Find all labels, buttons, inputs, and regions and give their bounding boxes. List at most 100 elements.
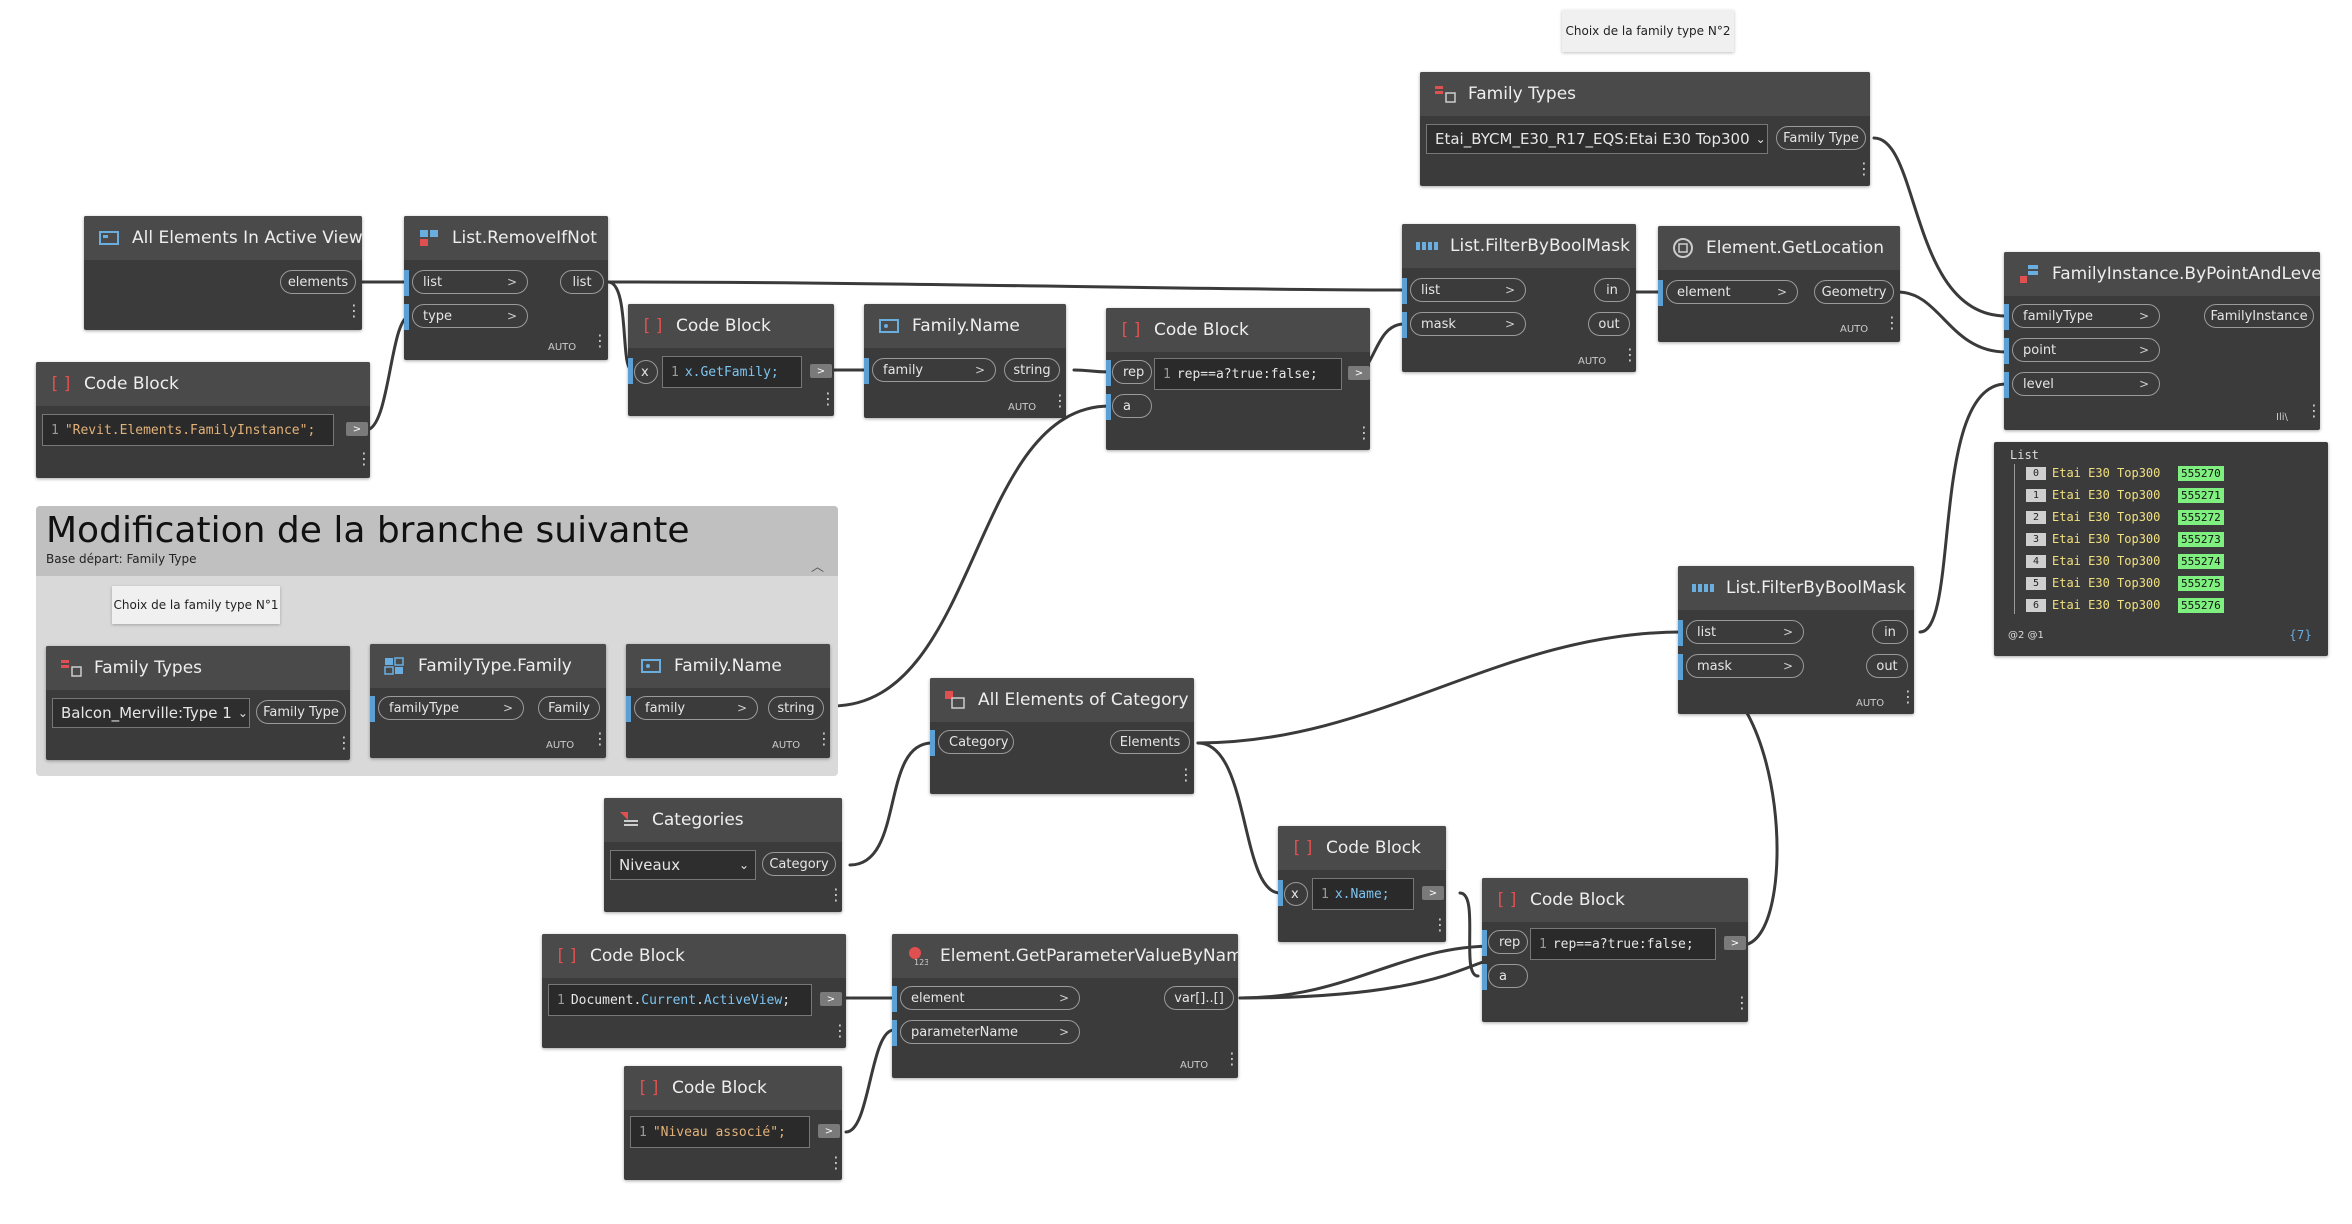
- more-icon[interactable]: ⋮: [1884, 313, 1900, 332]
- more-icon[interactable]: ⋮: [1178, 765, 1194, 784]
- more-icon[interactable]: ⋮: [356, 449, 372, 468]
- input-level[interactable]: level>: [2012, 372, 2160, 396]
- more-icon[interactable]: ⋮: [828, 885, 844, 904]
- input-port[interactable]: [2004, 304, 2009, 330]
- output-elements[interactable]: Elements: [1110, 730, 1190, 754]
- node-header[interactable]: FamilyInstance.ByPointAndLevel: [2004, 252, 2320, 296]
- more-icon[interactable]: ⋮: [828, 1153, 844, 1172]
- input-port[interactable]: [1678, 620, 1683, 646]
- output-elements[interactable]: elements: [280, 270, 356, 294]
- code-editor[interactable]: 1"Niveau associé";: [630, 1116, 810, 1148]
- output-family-type[interactable]: Family Type: [1776, 126, 1866, 150]
- node-header[interactable]: [ ]Code Block: [628, 304, 834, 348]
- output-port[interactable]: >: [1348, 366, 1370, 380]
- family-type-dropdown[interactable]: Etai_BYCM_E30_R17_EQS:Etai E30 Top300⌄: [1426, 124, 1768, 154]
- output-list[interactable]: list: [560, 270, 604, 294]
- node-family-instance-by-point-and-level[interactable]: FamilyInstance.ByPointAndLevel familyTyp…: [2004, 252, 2322, 430]
- input-point[interactable]: point>: [2012, 338, 2160, 362]
- node-header[interactable]: Element.GetLocation: [1658, 226, 1900, 270]
- group-header[interactable]: Modification de la branche suivante Base…: [36, 506, 838, 576]
- more-icon[interactable]: ⋮: [2306, 401, 2322, 420]
- input-port[interactable]: [626, 696, 631, 722]
- output-out[interactable]: out: [1866, 654, 1908, 678]
- input-port[interactable]: [864, 358, 869, 384]
- node-header[interactable]: Family Types: [46, 646, 350, 690]
- node-header[interactable]: [ ]Code Block: [624, 1066, 842, 1110]
- input-family-type[interactable]: familyType>: [2012, 304, 2160, 328]
- family-type-dropdown[interactable]: Balcon_Merville:Type 1⌄: [52, 698, 250, 728]
- output-port[interactable]: >: [1422, 886, 1444, 900]
- input-family[interactable]: family>: [872, 358, 996, 382]
- input-type[interactable]: type>: [412, 304, 528, 328]
- more-icon[interactable]: ⋮: [1052, 391, 1068, 410]
- more-icon[interactable]: ⋮: [336, 733, 352, 752]
- input-parameter-name[interactable]: parameterName>: [900, 1020, 1080, 1044]
- input-element[interactable]: element>: [900, 986, 1080, 1010]
- node-family-types-group[interactable]: Family Types Balcon_Merville:Type 1⌄ Fam…: [46, 646, 352, 760]
- node-categories[interactable]: Categories Niveaux⌄ Category ⋮: [604, 798, 844, 912]
- input-port[interactable]: [1106, 360, 1111, 386]
- input-port[interactable]: [1482, 930, 1487, 956]
- input-category[interactable]: Category: [938, 730, 1014, 754]
- input-element[interactable]: element>: [1666, 280, 1798, 304]
- input-port[interactable]: [404, 304, 409, 330]
- input-port[interactable]: [1106, 394, 1111, 420]
- output-family[interactable]: Family: [538, 696, 600, 720]
- node-header[interactable]: All Elements of Category: [930, 678, 1194, 722]
- element-id-badge[interactable]: 555271: [2178, 487, 2224, 503]
- input-port[interactable]: [1402, 278, 1407, 304]
- more-icon[interactable]: ⋮: [592, 331, 608, 350]
- element-id-badge[interactable]: 555275: [2178, 575, 2224, 591]
- input-list[interactable]: list>: [1686, 620, 1804, 644]
- note-family-type-2[interactable]: Choix de la family type N°2: [1562, 10, 1734, 52]
- node-filter-by-bool-mask-top[interactable]: List.FilterByBoolMask list> mask> in out…: [1402, 224, 1638, 372]
- input-x[interactable]: x: [634, 360, 658, 384]
- input-family[interactable]: family>: [634, 696, 758, 720]
- more-icon[interactable]: ⋮: [1900, 687, 1916, 706]
- node-family-name-top[interactable]: Family.Name family> string AUTO ⋮: [864, 304, 1068, 418]
- node-header[interactable]: Categories: [604, 798, 842, 842]
- input-list[interactable]: list>: [1410, 278, 1526, 302]
- input-x[interactable]: x: [1284, 882, 1308, 906]
- node-header[interactable]: List.FilterByBoolMask: [1402, 224, 1636, 268]
- more-icon[interactable]: ⋮: [1224, 1049, 1240, 1068]
- more-icon[interactable]: ⋮: [820, 389, 836, 408]
- input-mask[interactable]: mask>: [1410, 312, 1526, 336]
- more-icon[interactable]: ⋮: [592, 729, 608, 748]
- input-port[interactable]: [892, 1020, 897, 1046]
- input-port[interactable]: [2004, 338, 2009, 364]
- output-string[interactable]: string: [768, 696, 824, 720]
- node-header[interactable]: Family.Name: [626, 644, 830, 688]
- node-element-get-location[interactable]: Element.GetLocation element> Geometry AU…: [1658, 226, 1900, 342]
- more-icon[interactable]: ⋮: [346, 301, 362, 320]
- element-id-badge[interactable]: 555273: [2178, 531, 2224, 547]
- node-header[interactable]: Family.Name: [864, 304, 1066, 348]
- input-port[interactable]: [404, 270, 409, 296]
- node-header[interactable]: Family Types: [1420, 72, 1870, 116]
- node-header[interactable]: All Elements In Active View: [84, 216, 362, 260]
- node-header[interactable]: List.FilterByBoolMask: [1678, 566, 1914, 610]
- output-string[interactable]: string: [1004, 358, 1060, 382]
- input-port[interactable]: [1482, 964, 1487, 990]
- input-a[interactable]: a: [1488, 964, 1528, 988]
- more-icon[interactable]: ⋮: [1356, 423, 1372, 442]
- node-family-name-group[interactable]: Family.Name family> string AUTO ⋮: [626, 644, 832, 758]
- node-all-elements-of-category[interactable]: All Elements of Category Category Elemen…: [930, 678, 1194, 794]
- output-port[interactable]: >: [820, 992, 842, 1006]
- output-family-instance[interactable]: FamilyInstance: [2204, 304, 2314, 328]
- element-id-badge[interactable]: 555274: [2178, 553, 2224, 569]
- input-port[interactable]: [892, 986, 897, 1012]
- input-port[interactable]: [1402, 312, 1407, 338]
- element-id-badge[interactable]: 555270: [2178, 465, 2224, 481]
